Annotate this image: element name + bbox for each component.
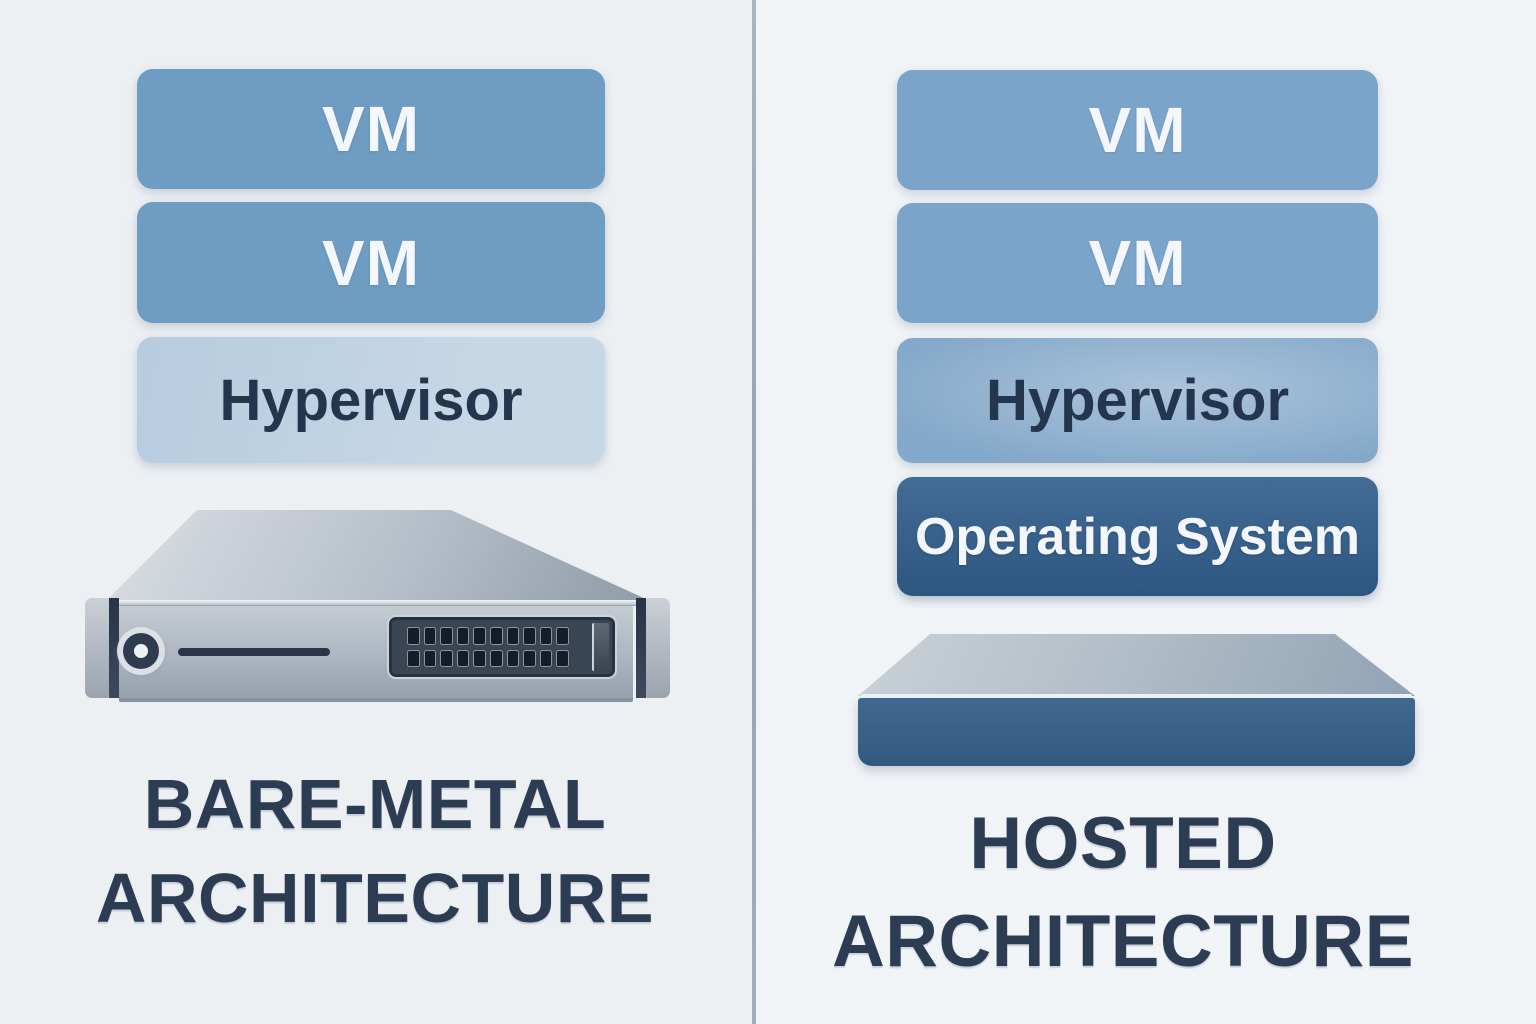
left-vm-box-1: VM [137,69,605,189]
vent-slot [407,649,420,667]
vent-slot [506,627,520,645]
vent-slot [523,649,536,667]
right-vm-2-label: VM [1088,227,1187,299]
server-top-face [107,510,648,600]
left-hypervisor-box: Hypervisor [137,337,605,463]
right-os-label: Operating System [914,507,1361,566]
vent-slot [473,627,486,645]
right-vm-box-1: VM [897,70,1378,190]
vent-slot [423,649,437,667]
server-ridge-highlight [107,600,648,606]
platform-top-face [858,634,1415,696]
left-title: BARE-METAL ARCHITECTURE [30,757,720,945]
right-vm-box-2: VM [897,203,1378,323]
platform-front-face [858,698,1415,766]
vent-slot [440,627,453,645]
left-vm-2-label: VM [322,226,420,299]
right-title-line1: HOSTED [969,803,1277,884]
platform-slab-icon [858,634,1415,768]
vent-slot [556,649,569,667]
server-ear-strip-right [636,598,646,698]
right-title-line2: ARCHITECTURE [832,901,1414,982]
vent-slot [506,649,520,667]
right-hypervisor-label: Hypervisor [985,368,1290,433]
vent-slot [490,649,503,667]
rack-server-icon [85,508,670,708]
vent-slot [539,627,553,645]
power-button-icon [123,633,159,669]
vent-slot [456,627,470,645]
vent-grid [407,627,569,667]
platform-edge-highlight [861,694,1412,698]
vent-handle-bar [592,623,609,671]
right-vm-1-label: VM [1088,94,1187,166]
vent-slot [539,649,553,667]
server-rack-ear-left [85,598,109,698]
panel-divider [752,0,756,1024]
vent-slot [473,649,486,667]
vent-slot [407,627,420,645]
right-os-box: Operating System [897,477,1378,596]
right-hypervisor-box: Hypervisor [897,338,1378,463]
left-title-line2: ARCHITECTURE [95,859,655,937]
drive-slot-icon [178,648,330,656]
vent-slot [523,627,536,645]
left-title-line1: BARE-METAL [143,765,607,843]
left-vm-box-2: VM [137,202,605,323]
vent-slot [490,627,503,645]
server-rack-ear-right [646,598,670,698]
vent-slot [456,649,470,667]
vent-slot [556,627,569,645]
left-vm-1-label: VM [322,93,420,165]
vent-slot [440,649,453,667]
server-ear-strip-left [109,598,119,698]
vent-slot [423,627,437,645]
vent-panel-icon [387,615,617,679]
left-hypervisor-label: Hypervisor [219,367,523,433]
right-title: HOSTED ARCHITECTURE [770,795,1476,991]
